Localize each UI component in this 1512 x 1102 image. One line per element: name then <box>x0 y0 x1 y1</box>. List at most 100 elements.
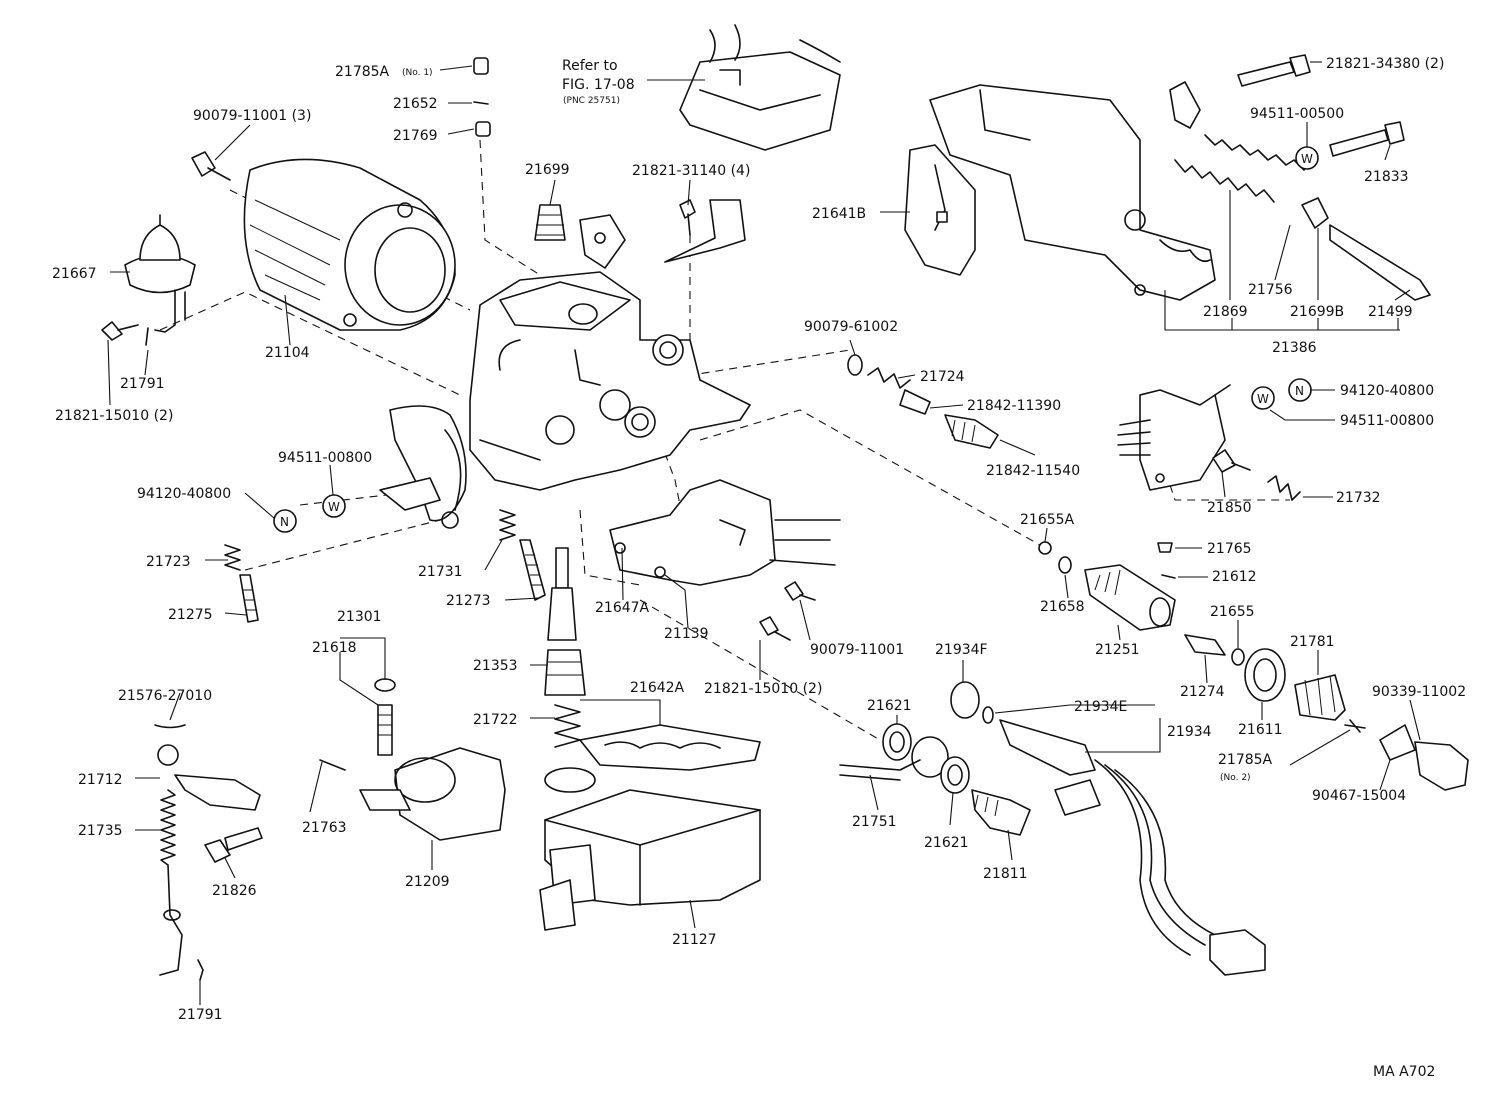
label-21655A: 21655A <box>1020 512 1075 528</box>
label-21769: 21769 <box>393 128 438 144</box>
label-21821-31140: 21821-31140 (4) <box>632 163 750 179</box>
parts-21765-21612 <box>1157 542 1176 579</box>
parts-21611-21781 <box>1244 648 1346 721</box>
label-21833: 21833 <box>1364 169 1409 185</box>
label-21751: 21751 <box>852 814 897 830</box>
label-21712: 21712 <box>78 772 123 788</box>
label-21275: 21275 <box>168 607 213 623</box>
label-21139: 21139 <box>664 626 709 642</box>
label-90079-11001-b: 90079-11001 <box>810 642 904 658</box>
screws-center <box>759 581 816 641</box>
part-21731-spring <box>499 509 546 601</box>
label-refer-fig: FIG. 17-08 <box>562 77 635 93</box>
label-21821-15010-b: 21821-15010 (2) <box>704 681 822 697</box>
part-21353-needle <box>544 547 586 696</box>
label-refer-to: Refer to <box>562 58 618 74</box>
label-21722: 21722 <box>473 712 518 728</box>
label-21642A: 21642A <box>630 680 685 696</box>
label-21781: 21781 <box>1290 634 1335 650</box>
part-21251-valve <box>1038 541 1176 631</box>
label-21618: 21618 <box>312 640 357 656</box>
part-21209-solenoid <box>319 747 506 841</box>
part-21667-diaphragm <box>124 214 196 333</box>
label-21785A-no1: 21785A <box>335 64 390 80</box>
label-21621-a: 21621 <box>867 698 912 714</box>
screws-top-left <box>101 151 231 346</box>
label-21353: 21353 <box>473 658 518 674</box>
label-21785A-no2-note: (No. 2) <box>1220 773 1251 783</box>
label-21756: 21756 <box>1248 282 1293 298</box>
parts-21869-21756-springs <box>1174 134 1431 301</box>
part-21821-31140-bracket <box>664 199 746 263</box>
label-21499: 21499 <box>1368 304 1413 320</box>
label-21724: 21724 <box>920 369 965 385</box>
part-21712-linkage <box>154 724 261 981</box>
washer-symbol: W <box>1301 152 1313 166</box>
leader-lines <box>107 61 1421 1005</box>
label-refer-pnc: (PNC 25751) <box>563 96 620 106</box>
label-21763: 21763 <box>302 820 347 836</box>
label-94511-00500: 94511-00500 <box>1250 106 1344 122</box>
part-carburetor-body <box>469 271 751 491</box>
parts-21850-21732 <box>1212 449 1301 501</box>
label-21934E: 21934E <box>1074 699 1127 715</box>
washer-symbol: W <box>328 500 340 514</box>
part-throttle-lever <box>379 405 541 529</box>
label-94120-40800-a: 94120-40800 <box>137 486 231 502</box>
label-21386: 21386 <box>1272 340 1317 356</box>
label-94511-00800-a: 94511-00800 <box>278 450 372 466</box>
label-21655: 21655 <box>1210 604 1255 620</box>
part-21826-bolt <box>204 827 263 863</box>
label-21251: 21251 <box>1095 642 1140 658</box>
label-90339-11002: 90339-11002 <box>1372 684 1466 700</box>
label-21732: 21732 <box>1336 490 1381 506</box>
part-21642A-gasket <box>544 724 761 793</box>
washer-symbol: W <box>1257 392 1269 406</box>
small-plugs-top <box>473 57 491 137</box>
label-21731: 21731 <box>418 564 463 580</box>
label-90079-11001-3: 90079-11001 (3) <box>193 108 311 124</box>
label-21652: 21652 <box>393 96 438 112</box>
part-21724-spring-set <box>847 354 999 449</box>
label-21821-34380: 21821-34380 (2) <box>1326 56 1444 72</box>
part-choke-lever-assembly <box>1117 384 1231 491</box>
part-21722-spring <box>554 704 581 748</box>
label-21699: 21699 <box>525 162 570 178</box>
diagram-code: MA A702 <box>1373 1064 1435 1080</box>
label-21850: 21850 <box>1207 500 1252 516</box>
part-21386-choke-assembly <box>904 81 1216 301</box>
label-94511-00800-b: 94511-00800 <box>1340 413 1434 429</box>
label-21785A-no1-note: (No. 1) <box>402 68 433 78</box>
part-21723-spring <box>224 544 259 623</box>
label-21785A-no2: 21785A <box>1218 752 1273 768</box>
label-21612: 21612 <box>1212 569 1257 585</box>
label-21658: 21658 <box>1040 599 1085 615</box>
parts-21821-34380-21833 <box>1237 54 1405 157</box>
label-21934F: 21934F <box>935 642 988 658</box>
label-21791-a: 21791 <box>120 376 165 392</box>
label-21209: 21209 <box>405 874 450 890</box>
nut-washer-left: N W <box>273 494 346 533</box>
parts-90339-90467 <box>1344 719 1469 791</box>
label-21104: 21104 <box>265 345 310 361</box>
nut-symbol: N <box>1295 384 1304 398</box>
label-21735: 21735 <box>78 823 123 839</box>
label-21273: 21273 <box>446 593 491 609</box>
nut-washer-right: N W <box>1251 378 1312 410</box>
part-bracket-fig-17-08 <box>679 24 841 151</box>
label-21699B: 21699B <box>1290 304 1344 320</box>
label-21611: 21611 <box>1238 722 1283 738</box>
part-21699-boot <box>534 204 626 269</box>
part-21647A-bracket <box>609 479 841 586</box>
label-21274: 21274 <box>1180 684 1225 700</box>
label-21576-27010: 21576-27010 <box>118 688 212 704</box>
part-21127-float-chamber <box>539 789 761 931</box>
part-21104-throttle-body <box>243 158 456 331</box>
label-21641B: 21641B <box>812 206 866 222</box>
label-21842-11390: 21842-11390 <box>967 398 1061 414</box>
label-21723: 21723 <box>146 554 191 570</box>
washer-top-right: W <box>1295 146 1319 170</box>
label-21826: 21826 <box>212 883 257 899</box>
label-21869: 21869 <box>1203 304 1248 320</box>
